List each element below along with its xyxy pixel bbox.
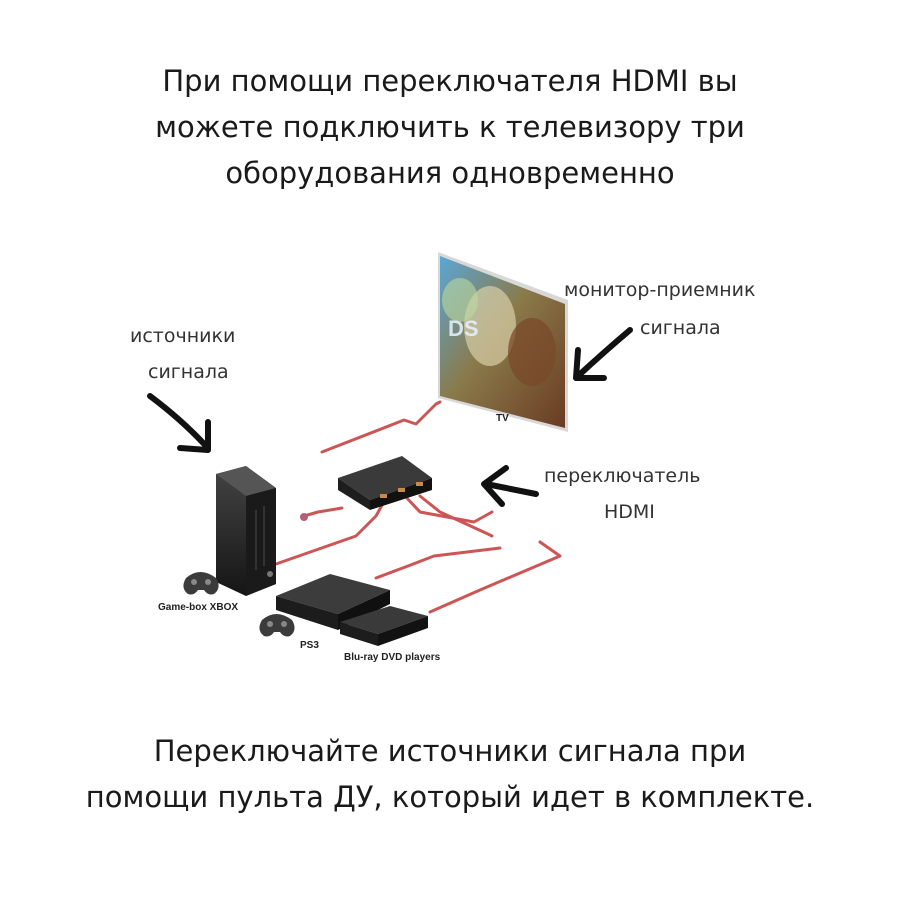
cable-switch-to-ps3 [403, 494, 494, 524]
bluray-label: Blu-ray DVD players [344, 652, 441, 663]
xbox-controller-icon [183, 572, 219, 595]
arrow-to-monitor [573, 327, 633, 381]
switch-port-1 [380, 494, 387, 498]
xbox-device: Game-box XBOX [158, 466, 276, 613]
cable-tv-to-switch [320, 400, 442, 454]
cable-switch-to-bluray [418, 494, 494, 538]
bluray-device: Blu-ray DVD players [340, 606, 441, 663]
monitor-label-line-2: сигнала [640, 317, 721, 339]
sources-label-line-1: источники [130, 325, 235, 347]
top-caption-line-3: оборудования одновременно [225, 156, 675, 190]
sources-label-line-2: сигнала [148, 361, 229, 383]
cable-bluray-link [428, 540, 562, 614]
cable-ps3-link [374, 546, 502, 580]
top-caption-line-2: можете подключить к телевизору три [155, 110, 745, 144]
bottom-caption-line-2: помощи пульта ДУ, который идет в комплек… [85, 780, 815, 814]
bottom-caption: Переключайте источники сигнала при помощ… [0, 728, 900, 820]
ps3-controller-icon [259, 614, 295, 637]
hdmi-switch-device [300, 456, 432, 521]
switch-label-line-2: HDMI [604, 501, 655, 523]
arrow-to-sources [147, 393, 211, 453]
tv-label: TV [496, 413, 509, 424]
ps3-label: PS3 [300, 640, 319, 651]
xbox-label: Game-box XBOX [158, 602, 238, 613]
cable-remote-ir [302, 506, 344, 518]
svg-text:DS: DS [448, 316, 479, 341]
monitor-label-line-1: монитор-приемник [564, 279, 755, 301]
switch-port-2 [398, 488, 405, 492]
bottom-caption-line-1: Переключайте источники сигнала при [153, 734, 747, 768]
ir-sensor [300, 513, 308, 521]
switch-label-line-1: переключатель [544, 465, 700, 487]
cable-switch-to-xbox [274, 496, 388, 566]
tv-device: DS TV [438, 252, 568, 432]
hdmi-cables [274, 400, 562, 614]
switch-port-3 [416, 482, 423, 486]
top-caption-line-1: При помощи переключателя HDMI вы [162, 64, 738, 98]
arrow-to-switch [481, 465, 539, 507]
top-caption: При помощи переключателя HDMI вы можете … [0, 58, 900, 196]
